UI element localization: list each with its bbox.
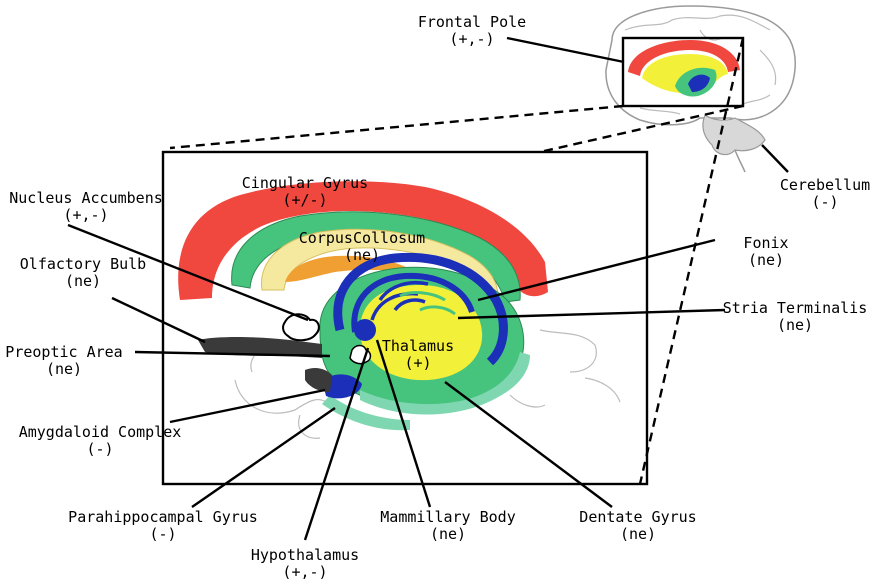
label-frontal-pole: Frontal Pole(+,-)	[417, 13, 527, 48]
cingulate-gyrus-shape	[178, 181, 549, 300]
pointer-lines	[67, 36, 789, 541]
label-preoptic-area: Preoptic Area(ne)	[5, 343, 123, 378]
inset-box	[621, 36, 745, 108]
label-cingular-gyrus: Cingular Gyrus(+/-)	[241, 174, 369, 209]
thalamus-shape	[360, 285, 483, 381]
label-fonix: Fonix(ne)	[743, 234, 789, 269]
label-parahippocampal-gyrus: Parahippocampal Gyrus(-)	[68, 508, 258, 543]
label-mammillary-body: Mammillary Body(ne)	[380, 508, 516, 543]
label-corpus-collosum: CorpusCollosum(ne)	[298, 229, 426, 264]
main-box	[161, 150, 649, 486]
label-thalamus: Thalamus(+)	[381, 337, 455, 372]
small-limbic-sketch	[628, 40, 740, 97]
label-stria-terminalis: Stria Terminalis(ne)	[722, 299, 868, 334]
label-dentate-gyrus: Dentate Gyrus(ne)	[579, 508, 697, 543]
label-olfactory-bulb: Olfactory Bulb(ne)	[19, 255, 147, 290]
fornix-shape	[333, 252, 508, 366]
label-hypothalamus: Hypothalamus(+,-)	[250, 546, 360, 581]
label-nucleus-accumbens: Nucleus Accumbens(+,-)	[9, 189, 163, 224]
label-amygdaloid-complex: Amygdaloid Complex(-)	[18, 423, 182, 458]
label-cerebellum: Cerebellum(-)	[779, 176, 871, 211]
